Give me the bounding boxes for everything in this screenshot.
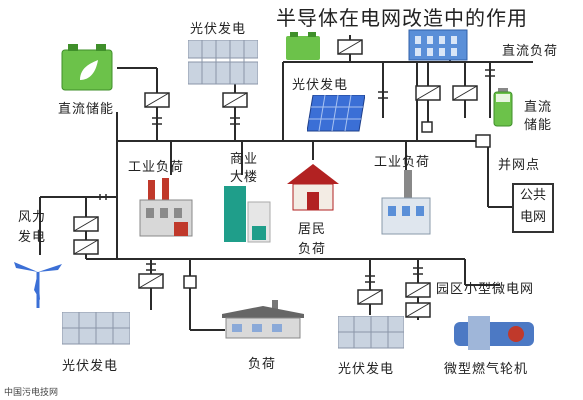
commercial-label-1: 商业	[230, 152, 259, 167]
watermark: 中国污电技网	[4, 388, 59, 398]
factory-icon	[139, 178, 193, 237]
public-grid-label-2: 电网	[519, 210, 546, 225]
gas-turbine-icon	[454, 316, 534, 350]
gas-turbine-label: 微型燃气轮机	[444, 362, 529, 377]
pv-bottom-right-label: 光伏发电	[338, 362, 395, 377]
office-building-icon	[408, 29, 468, 61]
public-grid-label-1: 公共	[519, 188, 546, 203]
wind-label-2: 发电	[18, 230, 47, 245]
load-bottom-label: 负荷	[248, 357, 277, 372]
industrial-load-left-label: 工业负荷	[128, 160, 185, 175]
residential-label-2: 负荷	[298, 242, 327, 257]
solar-panel-bottom-left-icon	[62, 312, 130, 345]
warehouse-icon	[222, 300, 304, 339]
dc-load-right-label: 直流负荷	[502, 44, 559, 59]
dc-storage-left-label: 直流储能	[58, 102, 115, 117]
pv-bottom-left-label: 光伏发电	[62, 359, 119, 374]
industrial-load-right-label: 工业负荷	[374, 155, 431, 170]
battery-small-icon	[286, 32, 320, 60]
residential-label-1: 居民	[298, 222, 327, 237]
solar-panel-blue-icon	[307, 95, 365, 132]
battery-cell-icon	[493, 88, 513, 127]
commercial-label-2: 大楼	[230, 170, 259, 185]
public-grid-box: 公共 电网	[512, 183, 554, 233]
microgrid-label: 园区小型微电网	[436, 282, 535, 297]
house-icon	[287, 164, 339, 211]
wind-turbine-icon	[14, 262, 62, 308]
commercial-tower-icon	[224, 186, 271, 243]
solar-panel-bottom-right-icon	[338, 316, 404, 349]
dc-storage-right-label-2: 储能	[524, 118, 553, 133]
page-title: 半导体在电网改造中的作用	[276, 6, 528, 30]
wind-label-1: 风力	[18, 210, 47, 225]
grid-point-label: 并网点	[498, 158, 541, 173]
industrial-plant-icon	[381, 170, 431, 235]
pv-right-label: 光伏发电	[292, 78, 349, 93]
battery-storage-icon	[61, 44, 113, 91]
solar-panel-icon	[188, 40, 258, 85]
pv-top-label: 光伏发电	[190, 22, 247, 37]
dc-storage-right-label-1: 直流	[524, 100, 553, 115]
